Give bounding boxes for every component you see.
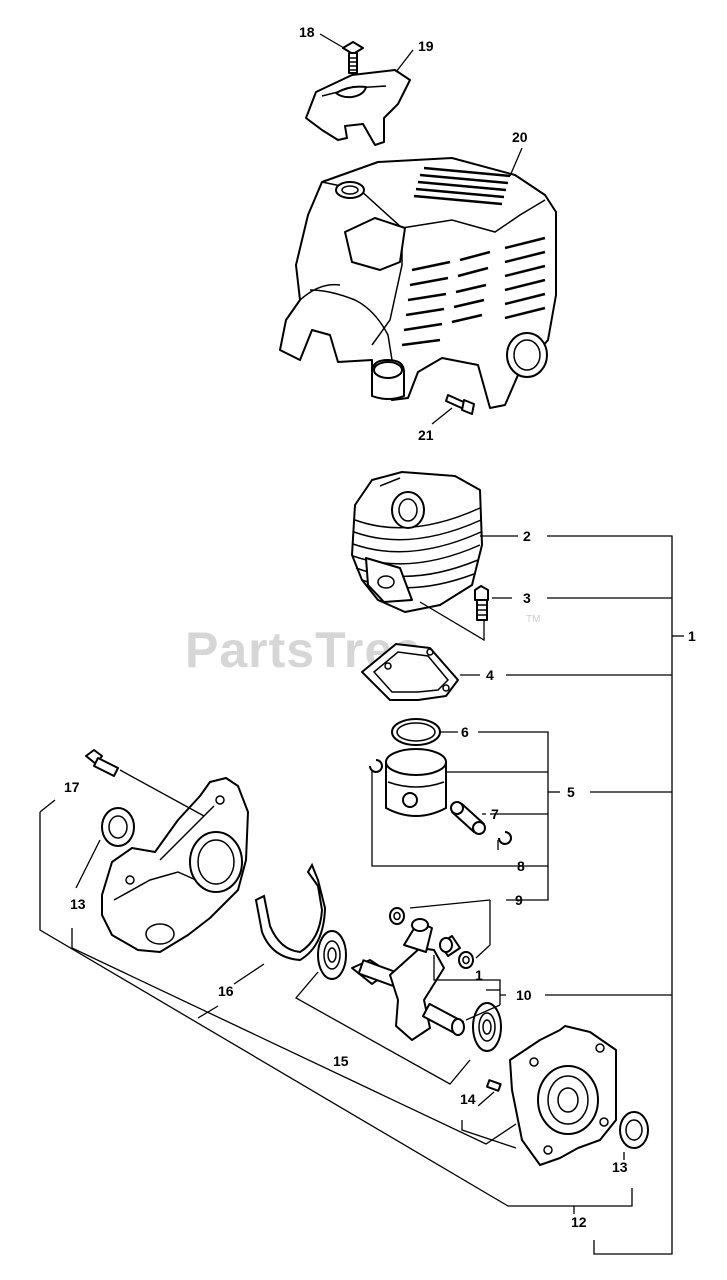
callout-labels: 18 19 20 21 2 3 1 4 6 5 7 8 9 10 1 17 13… (64, 24, 696, 1230)
watermark-trademark: TM (526, 614, 540, 625)
callout-15: 15 (333, 1053, 349, 1069)
part-20-engine-cover[interactable] (279, 157, 557, 409)
callout-12: 12 (571, 1214, 587, 1230)
callout-13-right: 13 (612, 1159, 628, 1175)
part-17-bolt[interactable] (85, 749, 119, 777)
part-5-piston[interactable] (385, 748, 447, 817)
part-7-piston-pin[interactable] (450, 801, 486, 835)
callout-20: 20 (512, 129, 528, 145)
callout-18: 18 (299, 24, 315, 40)
callout-2: 2 (523, 528, 531, 544)
part-18-screw[interactable] (342, 41, 364, 74)
part-8-circlip-left[interactable] (369, 759, 383, 773)
callout-9: 9 (515, 892, 523, 908)
callout-21: 21 (418, 427, 434, 443)
crankcase-right-half[interactable] (509, 1025, 617, 1166)
callout-17: 17 (64, 779, 80, 795)
part-10-crankshaft[interactable] (351, 918, 465, 1041)
part-9-thrust-washer[interactable] (389, 907, 405, 925)
callout-13-left: 13 (70, 896, 86, 912)
callout-3: 3 (523, 590, 531, 606)
callout-16: 16 (218, 983, 234, 999)
part-13-oil-seal-right[interactable] (619, 1111, 649, 1149)
callout-14: 14 (460, 1091, 476, 1107)
part-8-circlip-right[interactable] (498, 831, 512, 845)
part-6-piston-ring[interactable] (391, 718, 441, 746)
callout-1: 1 (688, 628, 696, 644)
part-21-screw[interactable] (445, 394, 475, 415)
callout-5: 5 (567, 784, 575, 800)
crankcase-left-half[interactable] (101, 777, 249, 953)
callout-10: 10 (516, 987, 532, 1003)
part-15-bearing-left[interactable] (317, 930, 347, 980)
part-16-crankcase-gasket[interactable] (254, 862, 327, 962)
leader-lines (39, 33, 684, 1255)
callout-7: 7 (491, 806, 499, 822)
part-14-dowel-pin[interactable] (485, 1079, 502, 1092)
callout-19: 19 (418, 38, 434, 54)
part-3-bolt[interactable] (474, 585, 489, 621)
callout-8: 8 (517, 858, 525, 874)
callout-6: 6 (461, 724, 469, 740)
part-19-cap[interactable] (305, 69, 411, 146)
part-15-bearing-right[interactable] (472, 1002, 502, 1052)
part-9-needle-bearing[interactable] (439, 935, 461, 957)
callout-4: 4 (486, 667, 494, 683)
callout-1-sub: 1 (475, 967, 483, 983)
part-2-cylinder[interactable] (351, 471, 483, 613)
part-4-gasket[interactable] (361, 643, 459, 701)
part-9-washer-right[interactable] (458, 951, 474, 969)
part-13-oil-seal-left[interactable] (101, 807, 135, 847)
